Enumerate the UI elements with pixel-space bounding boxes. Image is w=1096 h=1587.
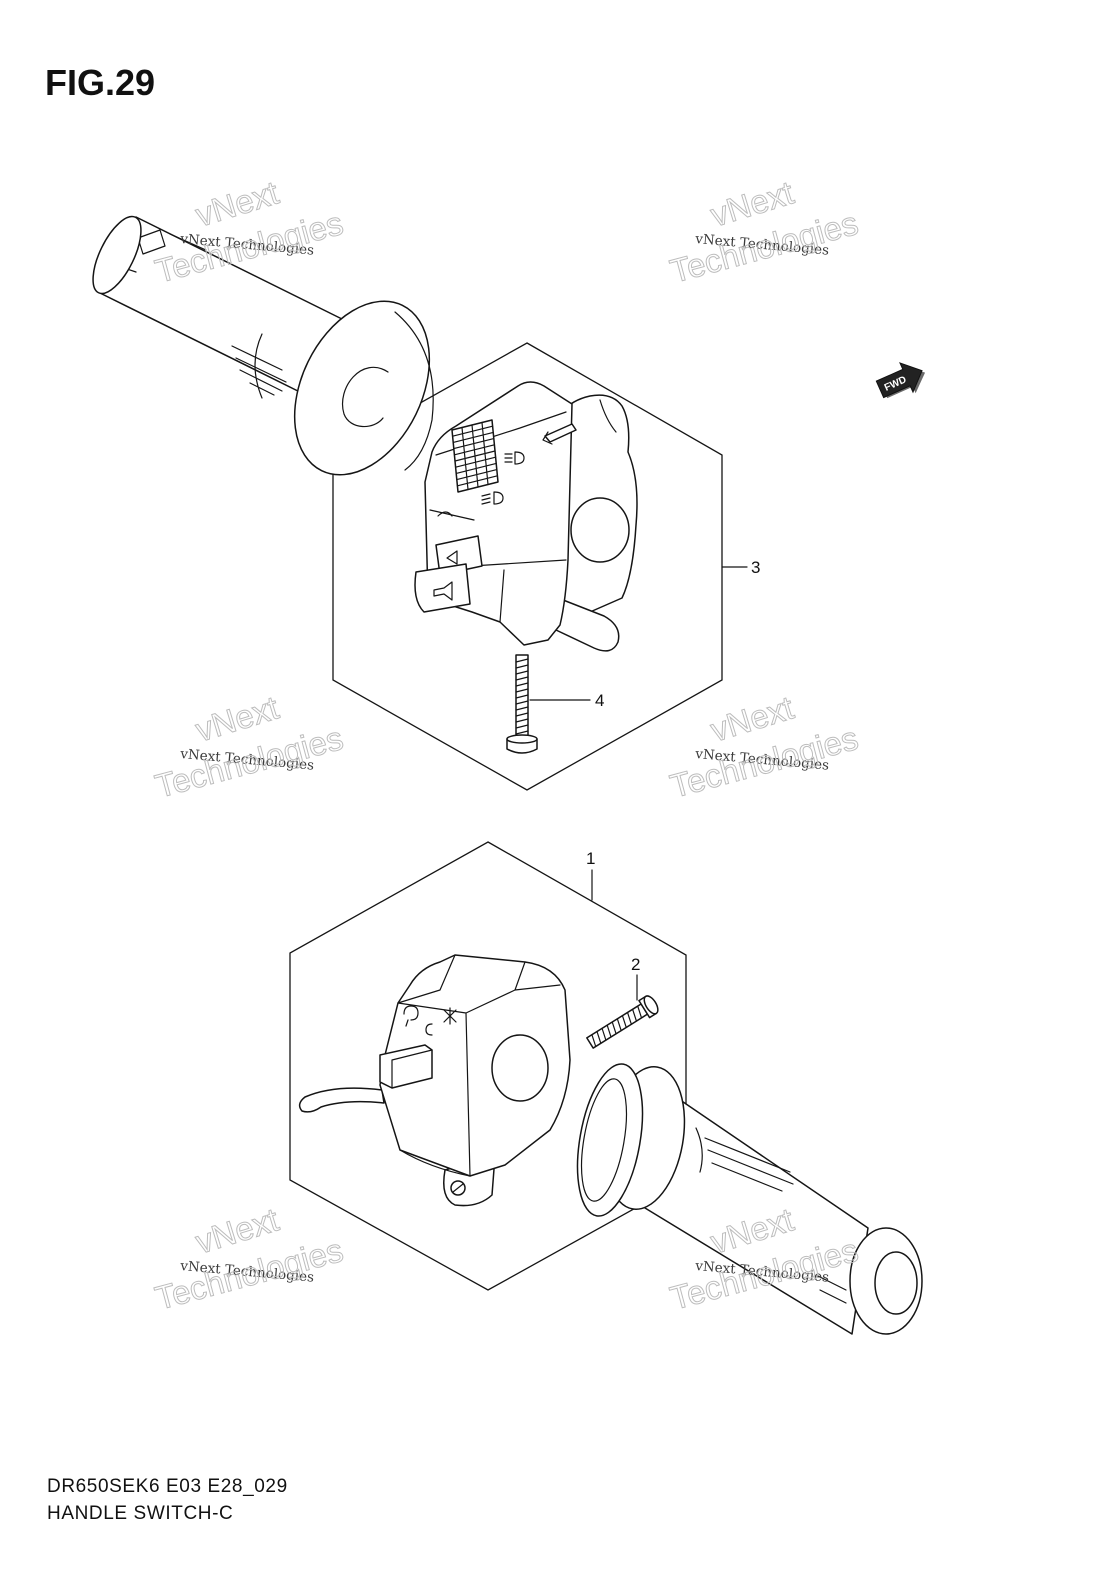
- watermark: vNext vNext Technologies Technologies: [666, 173, 863, 290]
- watermark: vNext vNext Technologies Technologies: [666, 688, 863, 805]
- left-grip-groove: [137, 229, 166, 255]
- watermark-word: Technologies: [151, 719, 347, 805]
- handlebar-bore: [570, 497, 630, 563]
- watermark-brand: vNext: [191, 689, 282, 749]
- screw-4-thread: [515, 658, 529, 735]
- screw-2-head-face: [643, 995, 659, 1015]
- starter-button-edge: [391, 1049, 433, 1089]
- screw-part-2: [586, 995, 659, 1049]
- housing-edges: [397, 954, 561, 1177]
- fwd-arrow-body: [875, 362, 923, 399]
- watermark-word: Technologies: [666, 204, 862, 290]
- left-handlebar-grip: [92, 215, 434, 476]
- lower-assembly-hexagon: [289, 841, 687, 1291]
- left-grip-flange-rim: [394, 311, 434, 471]
- drawing-code: DR650SEK6 E03 E28_029: [47, 1476, 288, 1497]
- drawing-title: HANDLE SWITCH-C: [47, 1503, 234, 1524]
- right-grip-end-bore: [874, 1251, 918, 1315]
- callout-1: 1: [586, 849, 595, 868]
- fwd-direction-arrow: FWD: [875, 362, 926, 399]
- watermark-caption: vNext Technologies: [694, 231, 830, 259]
- switch-housing: [379, 954, 571, 1177]
- low-beam-icon: [481, 491, 504, 505]
- housing-mark-icon: [437, 511, 453, 517]
- starter-button: [379, 1044, 433, 1089]
- figure-label: FIG.29: [45, 62, 156, 103]
- right-handlebar-grip: [576, 1063, 923, 1335]
- watermark-brand: vNext: [706, 174, 797, 234]
- left-handle-switch: [414, 381, 638, 652]
- right-grip-texture: [695, 1127, 847, 1304]
- callout-2: 2: [631, 955, 640, 974]
- left-grip-end-cap: [92, 215, 142, 295]
- mounting-screw-slot: [452, 1183, 464, 1193]
- turn-signal-switch: [435, 535, 483, 576]
- right-grip-flange-rim: [580, 1078, 628, 1202]
- watermark-brand: vNext: [706, 689, 797, 749]
- left-grip-bore: [342, 366, 389, 428]
- handlebar-bore: [491, 1034, 549, 1102]
- lever-slot: [599, 399, 617, 433]
- watermark-caption: vNext Technologies: [179, 746, 315, 774]
- choke-lever: [555, 597, 620, 652]
- watermark-brand: vNext: [191, 1201, 282, 1261]
- start-mark-icon: [425, 1023, 433, 1036]
- right-handle-switch: [298, 954, 571, 1207]
- watermark-caption: vNext Technologies: [694, 746, 830, 774]
- watermark-caption: vNext Technologies: [179, 1258, 315, 1286]
- left-grip-texture: [123, 233, 287, 399]
- run-mark-icon: [443, 1007, 457, 1025]
- watermark-word: Technologies: [666, 719, 862, 805]
- callout-3: 3: [751, 558, 760, 577]
- horn-icon: [433, 581, 453, 601]
- choke-lever-arrow-icon: [544, 423, 577, 443]
- engine-stop-icon: [403, 1005, 419, 1027]
- watermark-brand: vNext: [191, 174, 282, 234]
- left-grip-flange: [293, 300, 431, 476]
- screw-2-shank: [586, 1003, 649, 1049]
- arrow-head-icon: [542, 431, 553, 445]
- watermark: vNext vNext Technologies Technologies: [151, 1200, 348, 1317]
- dimmer-switch-hatch: [452, 421, 498, 491]
- screw-part-4: [506, 654, 538, 754]
- callout-4: 4: [595, 691, 604, 710]
- high-beam-icon: [504, 451, 525, 465]
- turn-signal-arrow-icon: [446, 550, 458, 565]
- switch-cable: [298, 1087, 385, 1113]
- watermark: vNext vNext Technologies Technologies: [151, 688, 348, 805]
- watermark-word: Technologies: [151, 1231, 347, 1317]
- screw-4-head-top: [506, 734, 538, 744]
- screw-2-thread: [591, 1005, 643, 1048]
- housing-edges: [429, 411, 567, 623]
